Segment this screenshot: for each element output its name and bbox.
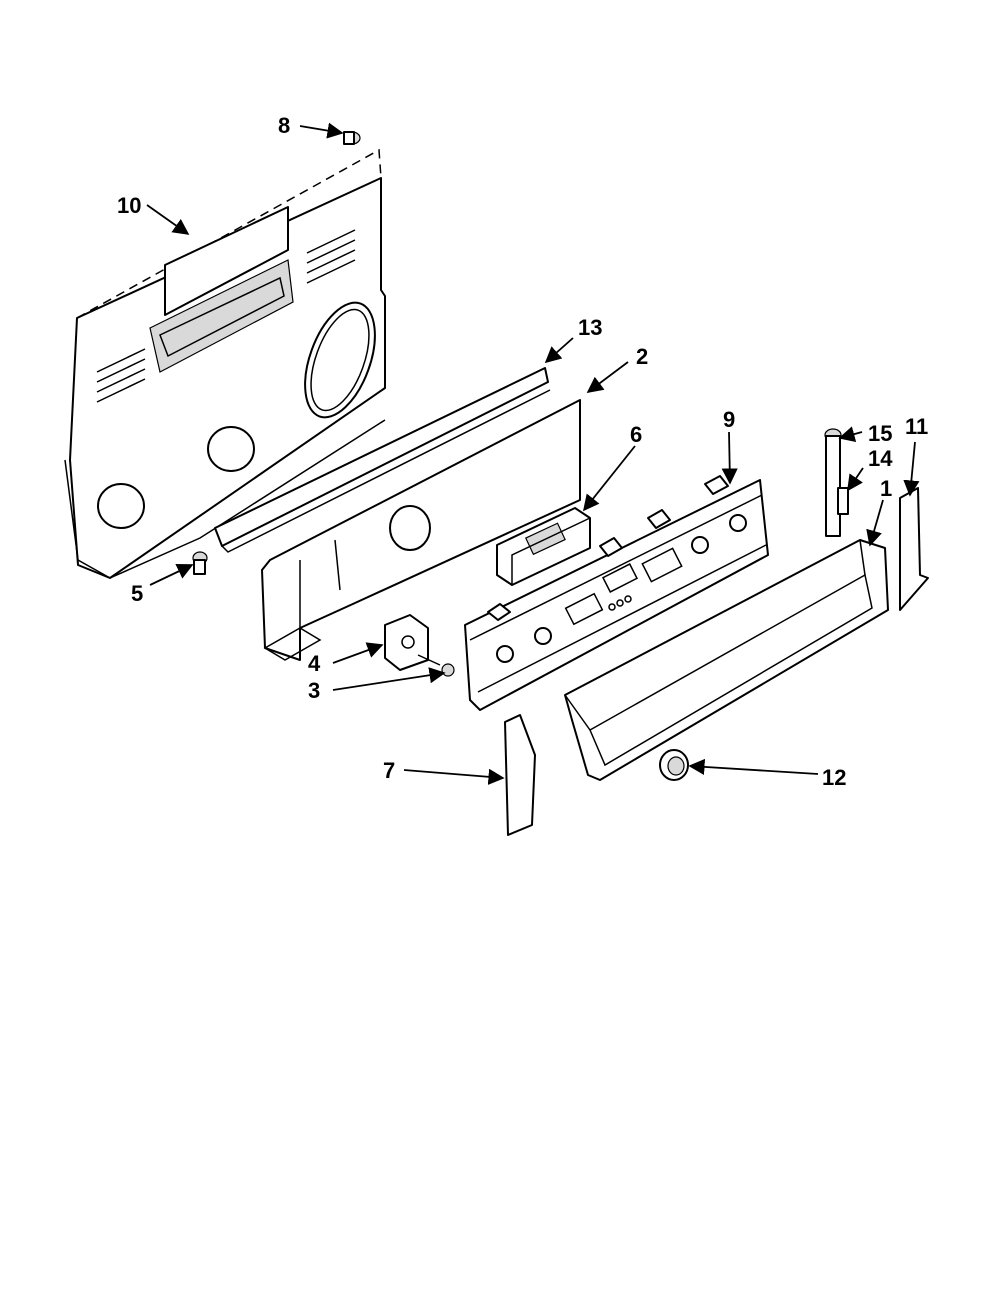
manifold-bracket (261, 399, 581, 661)
leader-lines (146, 122, 920, 785)
console-frame (564, 539, 889, 781)
callout-2: 2 (636, 344, 648, 369)
callout-3: 3 (308, 678, 320, 703)
callout-5: 5 (131, 581, 143, 606)
callout-7: 7 (383, 758, 395, 783)
callout-10: 10 (117, 193, 141, 218)
left-end-bracket (504, 714, 536, 836)
callout-11: 11 (905, 414, 928, 439)
callout-9: 9 (723, 407, 735, 432)
bracket-screw (192, 551, 208, 575)
callout-14: 14 (868, 446, 893, 471)
switch-stem (441, 663, 455, 677)
callout-8: 8 (278, 113, 290, 138)
trim-strip (214, 367, 551, 553)
right-end-bracket (899, 487, 929, 611)
callout-6: 6 (630, 422, 642, 447)
rear-panel (64, 148, 386, 579)
end-cap (824, 428, 842, 537)
callout-12: 12 (822, 765, 846, 790)
callout-15: 15 (868, 421, 892, 446)
control-panel (464, 475, 769, 711)
callout-13: 13 (578, 315, 602, 340)
callout-4: 4 (308, 651, 321, 676)
infinite-switch (384, 614, 441, 671)
top-screw (343, 131, 361, 145)
electronic-control (496, 507, 591, 586)
callout-labels: 8 10 13 2 6 9 15 14 11 1 5 4 3 7 12 (117, 113, 928, 790)
callout-1: 1 (880, 476, 892, 501)
control-knob (659, 749, 689, 781)
bushing (837, 487, 849, 515)
